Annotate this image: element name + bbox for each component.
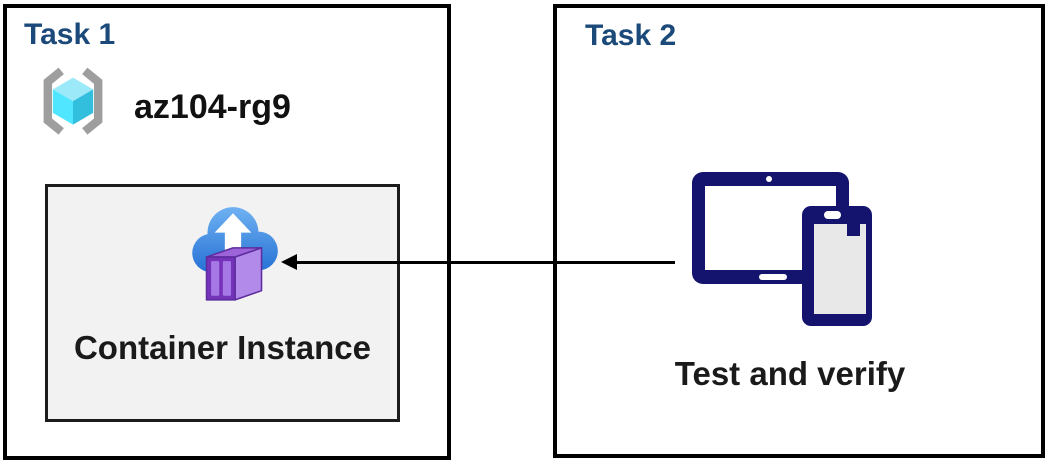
task1-box: Task 1 az104-rg9 xyxy=(3,4,451,460)
upload-arrow xyxy=(214,213,252,256)
devices-icon xyxy=(692,172,872,326)
task2-title: Task 2 xyxy=(585,19,677,52)
phone-screen-notch xyxy=(847,224,860,236)
cube xyxy=(52,77,94,125)
arrow-head-icon xyxy=(281,254,297,270)
phone-speaker xyxy=(824,211,841,219)
phone-icon xyxy=(802,206,872,326)
container-instance-box: Container Instance xyxy=(45,184,400,422)
container-instance-icon xyxy=(192,207,278,301)
task2-box: Task 2 Test and verify xyxy=(553,4,1045,458)
resource-group-icon xyxy=(43,67,103,135)
bracket-left xyxy=(43,67,64,135)
task1-title: Task 1 xyxy=(24,18,116,51)
arrow-line xyxy=(294,261,675,264)
resource-group-name: az104-rg9 xyxy=(134,88,291,126)
tablet-home-button xyxy=(759,274,787,280)
container-instance-label: Container Instance xyxy=(73,329,372,366)
test-and-verify-label: Test and verify xyxy=(674,355,906,392)
phone-screen xyxy=(814,224,866,314)
container-box-3d xyxy=(205,247,263,301)
bracket-right xyxy=(82,67,103,135)
tablet-camera-dot xyxy=(766,176,772,182)
